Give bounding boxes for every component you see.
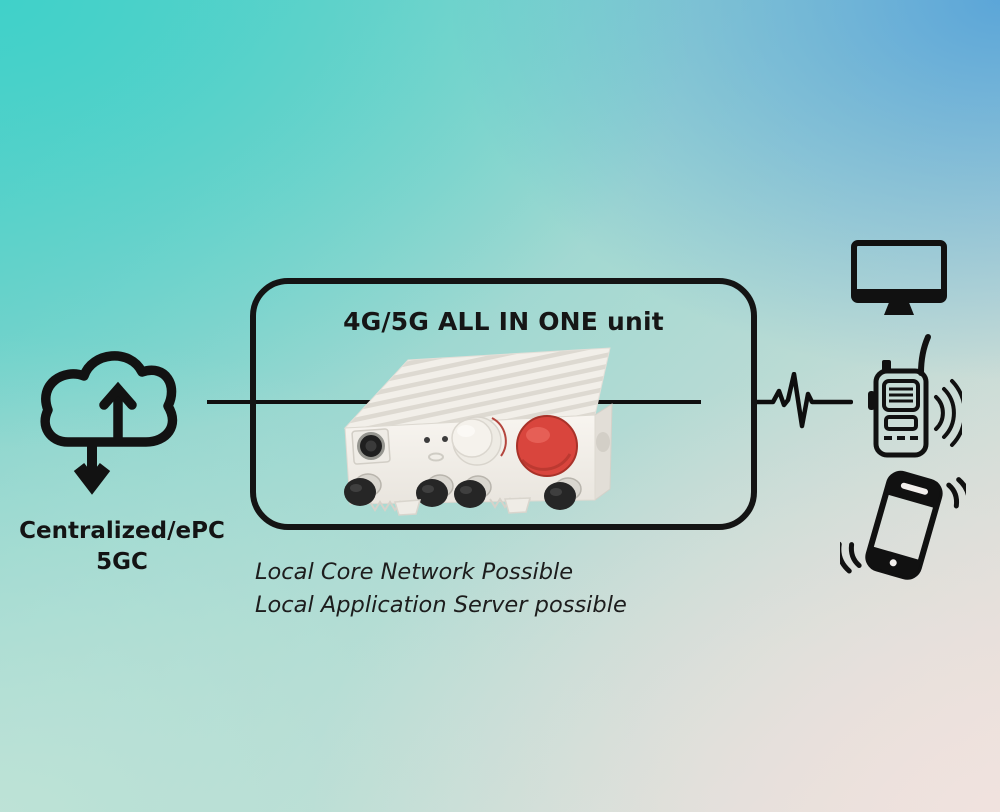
cloud-transfer-icon: [40, 351, 178, 495]
cloud-label-line2: 5GC: [96, 549, 148, 575]
upload-arrow-head: [99, 381, 137, 410]
note-line2: Local Application Server possible: [255, 592, 627, 618]
download-arrow-head: [73, 463, 111, 495]
desktop-monitor-icon: [851, 240, 947, 315]
display: [884, 415, 918, 431]
vibration-waves: [840, 477, 966, 574]
radio-body: [873, 368, 929, 458]
aviation-connector: [351, 428, 391, 465]
heartbeat-signal-icon: [755, 372, 853, 429]
red-cap-port: [516, 415, 578, 477]
white-cap-port: [451, 416, 507, 466]
all-in-one-unit-box: 4G/5G ALL IN ONE unit: [250, 278, 757, 530]
unit-title: 4G/5G ALL IN ONE unit: [343, 307, 664, 336]
smartphone-icon: [840, 470, 966, 580]
cloud-label-line1: Centralized/ePC: [19, 518, 225, 544]
bottom-connectors: [344, 473, 582, 510]
ptt-button: [868, 391, 875, 410]
note-line1: Local Core Network Possible: [255, 559, 574, 585]
sound-waves: [934, 379, 962, 447]
walkie-talkie-icon: [868, 334, 962, 458]
antenna: [918, 334, 931, 376]
cloud-outline: [40, 351, 178, 447]
outdoor-radio-unit-photo: [343, 347, 613, 516]
capability-notes: Local Core Network Possible Local Applic…: [255, 556, 627, 622]
knob: [882, 360, 891, 373]
speaker-grille: [882, 379, 920, 412]
cloud-label: Centralized/ePC 5GC: [10, 516, 234, 578]
